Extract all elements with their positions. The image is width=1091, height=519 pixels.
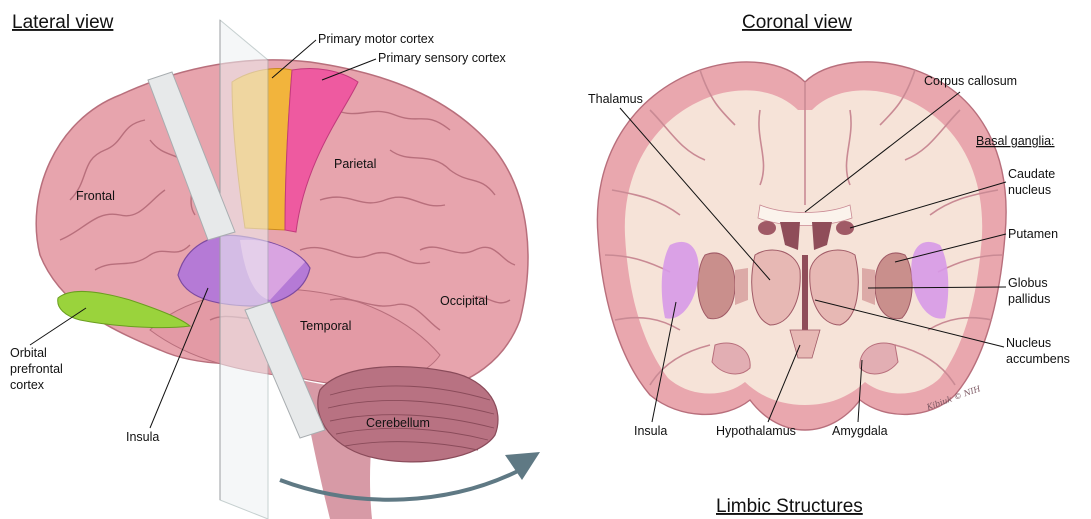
label-temporal: Temporal (300, 319, 351, 333)
label-thalamus: Thalamus (588, 92, 643, 106)
globus-pallidus-right (862, 268, 875, 305)
label-orbital-1: Orbital (10, 346, 47, 360)
coronal-view (597, 62, 1006, 430)
limbic-structures-heading: Limbic Structures (716, 496, 863, 517)
label-cerebellum: Cerebellum (366, 416, 430, 430)
label-corpus-callosum: Corpus callosum (924, 74, 1017, 88)
caudate-nucleus-left (758, 221, 776, 235)
label-occipital: Occipital (440, 294, 488, 308)
third-ventricle (802, 255, 808, 330)
coronal-view-heading: Coronal view (742, 12, 852, 33)
label-primary-sensory-cortex: Primary sensory cortex (378, 51, 507, 65)
label-caudate-2: nucleus (1008, 183, 1051, 197)
label-hypothalamus: Hypothalamus (716, 424, 796, 438)
label-nucleus-accumbens-2: accumbens (1006, 352, 1070, 366)
label-primary-motor-cortex: Primary motor cortex (318, 32, 435, 46)
label-insula-coronal: Insula (634, 424, 667, 438)
lateral-view-heading: Lateral view (12, 12, 114, 33)
label-frontal: Frontal (76, 189, 115, 203)
label-amygdala: Amygdala (832, 424, 888, 438)
leader-orbital (30, 308, 86, 345)
label-nucleus-accumbens-1: Nucleus (1006, 336, 1051, 350)
putamen-left (698, 253, 735, 319)
label-globus-2: pallidus (1008, 292, 1050, 306)
label-caudate-1: Caudate (1008, 167, 1055, 181)
coronal-plane-glass (220, 20, 268, 519)
label-globus-1: Globus (1008, 276, 1048, 290)
label-parietal: Parietal (334, 157, 376, 171)
rotation-arrow (280, 470, 520, 500)
label-basal-ganglia: Basal ganglia: (976, 134, 1055, 148)
label-orbital-3: cortex (10, 378, 45, 392)
label-putamen: Putamen (1008, 227, 1058, 241)
lateral-view (36, 20, 540, 519)
putamen-right (875, 253, 912, 319)
label-orbital-2: prefrontal (10, 362, 63, 376)
globus-pallidus-left (735, 268, 748, 305)
label-insula-lateral: Insula (126, 430, 159, 444)
